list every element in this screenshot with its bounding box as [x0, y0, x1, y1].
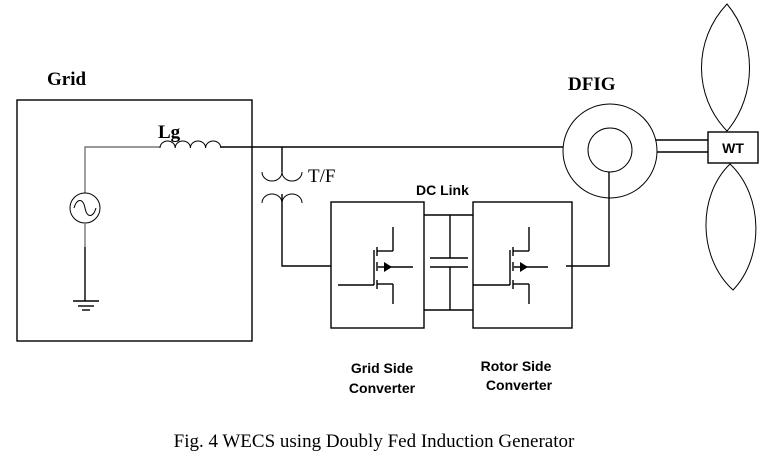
figure-caption: Fig. 4 WECS using Doubly Fed Induction G…	[174, 431, 575, 452]
ac-source-icon	[69, 146, 160, 301]
shaft-icon	[656, 139, 708, 153]
wt-label: WT	[722, 140, 744, 156]
mosfet-icon	[473, 227, 548, 304]
transformer-label: T/F	[308, 166, 335, 187]
rotor-side-converter	[472, 201, 573, 329]
grid-box	[16, 99, 253, 342]
dc-link-capacitor-icon	[424, 214, 473, 311]
rotor-line	[566, 172, 610, 267]
dfig-generator-icon	[562, 103, 658, 199]
inductor-icon	[159, 140, 222, 149]
turbine-blades-icon	[701, 3, 757, 291]
transformer-icon	[261, 147, 331, 267]
inductor-label: Lg	[158, 122, 181, 143]
ground-icon	[73, 300, 99, 311]
wind-turbine-box	[707, 131, 759, 164]
rotor-side-converter-label-2: Converter	[486, 377, 553, 393]
rotor-side-converter-label-1: Rotor Side	[481, 358, 552, 374]
dfig-label: DFIG	[568, 74, 616, 95]
dc-link-label: DC Link	[416, 182, 469, 198]
grid-side-converter-label-2: Converter	[349, 380, 416, 396]
mosfet-icon	[338, 227, 413, 304]
grid-label: Grid	[47, 69, 86, 90]
grid-side-converter-label-1: Grid Side	[351, 360, 413, 376]
grid-side-converter	[330, 201, 425, 329]
